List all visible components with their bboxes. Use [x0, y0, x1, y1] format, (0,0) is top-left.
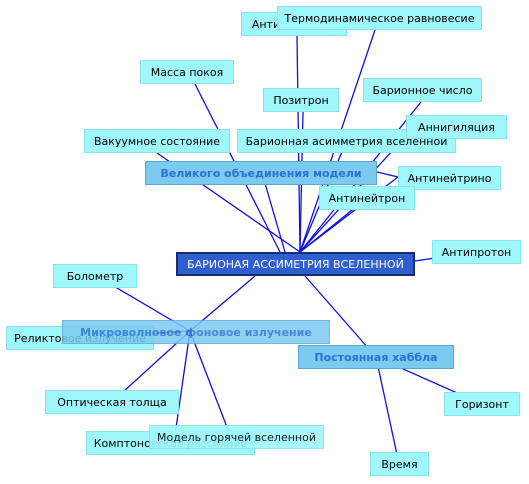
node-horizon[interactable]: Горизонт [444, 392, 520, 416]
node-thermo[interactable]: Термодинамическое равновесие [277, 6, 482, 30]
edge-hubble-time [375, 356, 400, 465]
node-bolometer[interactable]: Болометр [53, 264, 137, 288]
node-annihilation[interactable]: Аннигиляция [406, 115, 507, 139]
node-optical[interactable]: Оптическая толща [45, 390, 179, 414]
edge-cmb-compton [189, 330, 231, 436]
node-antineutron[interactable]: Антинейтрон [319, 186, 415, 210]
node-baryon-number[interactable]: Барионное число [363, 78, 482, 102]
node-positron[interactable]: Позитрон [263, 88, 339, 112]
node-hot-model[interactable]: Модель горячей вселенной [149, 425, 324, 449]
edge-center-hubble [304, 275, 377, 358]
edge-center-gut [261, 172, 286, 253]
node-vacuum[interactable]: Вакуумное состояние [84, 129, 230, 153]
edge-gut-antineutrino [376, 171, 399, 178]
node-antineutrino[interactable]: Антинейтрино [398, 166, 501, 190]
node-time[interactable]: Время [370, 452, 429, 476]
edge-cmb-hot-model [174, 330, 191, 436]
node-mass[interactable]: Масса покоя [140, 60, 234, 84]
hub-gut[interactable]: Великого объединения модели [145, 161, 377, 185]
hub-hubble[interactable]: Постоянная хаббла [298, 345, 454, 369]
hub-cmb[interactable]: Микроволновое фоновое излучение [62, 320, 330, 344]
center-node[interactable]: БАРИОНАЯ АССИМЕТРИЯ ВСЕЛЕННОЙ [176, 252, 415, 276]
node-antiproton[interactable]: Антипротон [432, 240, 521, 264]
